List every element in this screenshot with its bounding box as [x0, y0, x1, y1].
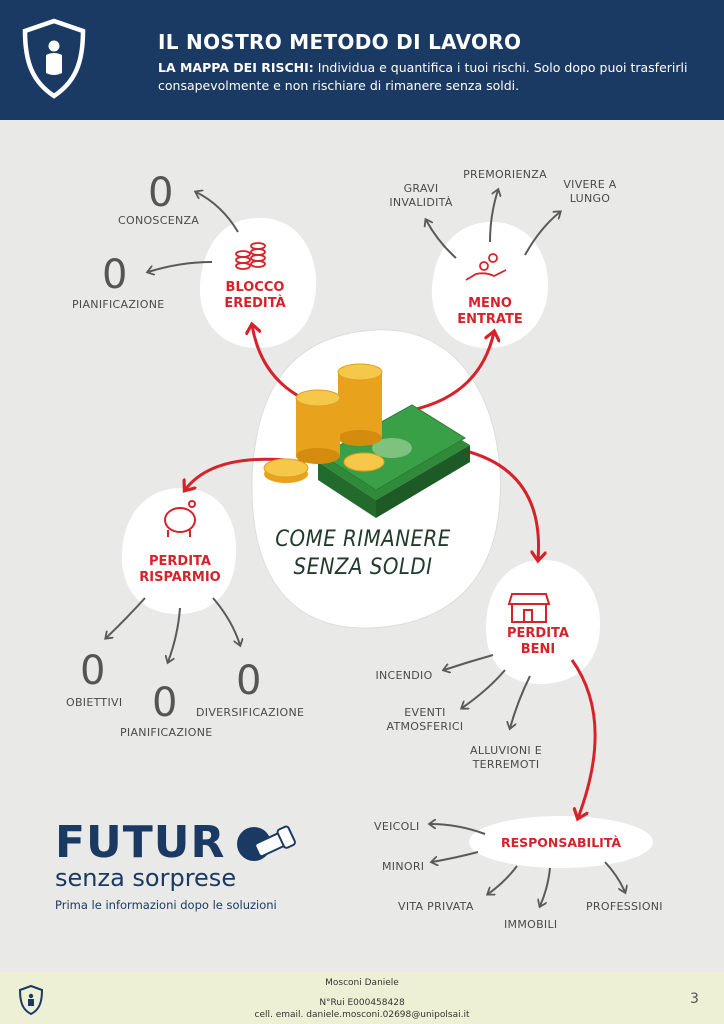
- pianificazione-risparmio-label: PIANIFICAZIONE: [120, 726, 213, 739]
- premorienza-line1: PREMORIENZA: [463, 168, 547, 181]
- risparmio-bubble: [121, 487, 237, 614]
- meno-entrate-label: MENO ENTRATE: [440, 296, 540, 328]
- gravi-invalidita-label: GRAVI INVALIDITÀ: [376, 182, 466, 210]
- minori-label: MINORI: [382, 860, 425, 873]
- responsabilita-bubble: [469, 816, 653, 868]
- meno-line1: MENO: [468, 296, 512, 311]
- central-title-line1: COME RIMANERE: [275, 527, 451, 552]
- hand-coin-icon: [465, 253, 507, 281]
- blocco-bubble: [199, 217, 317, 348]
- vivere-a-lungo-label: VIVERE A LUNGO: [550, 178, 630, 206]
- page-title: IL NOSTRO METODO DI LAVORO: [158, 30, 522, 54]
- risparmio-line2: RISPARMIO: [139, 570, 221, 585]
- premorienza-label: PREMORIENZA: [455, 168, 555, 182]
- meno-line2: ENTRATE: [457, 312, 523, 327]
- footer-name: Mosconi Daniele: [325, 978, 399, 988]
- piggy-bank-icon: [164, 500, 196, 537]
- money-illustration: [263, 363, 470, 518]
- logo-senza-sorprese: senza sorprese: [55, 864, 237, 892]
- logo-tagline: Prima le informazioni dopo le soluzioni: [55, 898, 277, 912]
- incendio-line1: INCENDIO: [375, 669, 433, 682]
- telescope-o-icon: [237, 825, 296, 861]
- beni-line1: PERDITA: [507, 626, 569, 641]
- risk-map-graphic: [0, 0, 653, 972]
- gravi-line1: GRAVI: [403, 182, 439, 195]
- alluvioni-terremoti-label: ALLUVIONI E TERREMOTI: [456, 744, 556, 772]
- footer-bar: [0, 972, 724, 1024]
- professioni-label: PROFESSIONI: [586, 900, 663, 913]
- alluvioni-line2: TERREMOTI: [472, 758, 540, 771]
- logo-futuro-text: FUTUR: [55, 817, 226, 868]
- pianificazione-eredita-value: 0: [102, 252, 128, 298]
- blocco-line1: BLOCCO: [225, 280, 285, 295]
- incendio-label: INCENDIO: [372, 669, 436, 683]
- footer-shield-icon: [18, 984, 44, 1016]
- coins-icon: [235, 242, 266, 270]
- risparmio-line1: PERDITA: [149, 554, 211, 569]
- beni-line2: BENI: [520, 642, 556, 657]
- shield-person-icon: [22, 18, 86, 99]
- diversificazione-value: 0: [236, 658, 262, 704]
- alluvioni-line1: ALLUVIONI E: [470, 744, 542, 757]
- subtitle-bold: LA MAPPA DEI RISCHI:: [158, 60, 314, 75]
- perdita-risparmio-label: PERDITA RISPARMIO: [120, 554, 240, 586]
- central-title: COME RIMANERE SENZA SOLDI: [258, 526, 468, 582]
- shop-icon: [507, 593, 551, 623]
- page-number: 3: [690, 991, 699, 1007]
- gravi-line2: INVALIDITÀ: [389, 196, 453, 209]
- vivere-line1: VIVERE A: [563, 178, 617, 191]
- eventi-line2: ATMOSFERICI: [386, 720, 464, 733]
- meno-bubble: [431, 221, 549, 348]
- vivere-line2: LUNGO: [569, 192, 611, 205]
- pianificazione-eredita-label: PIANIFICAZIONE: [72, 298, 165, 311]
- subtitle-text: Individua e quantifica i tuoi rischi. So…: [158, 60, 688, 93]
- perdita-beni-label: PERDITA BENI: [488, 626, 588, 658]
- footer-rui: N°Rui E000458428: [319, 998, 405, 1008]
- veicoli-label: VEICOLI: [374, 820, 420, 833]
- eventi-atmosferici-label: EVENTI ATMOSFERICI: [380, 706, 470, 734]
- central-title-line2: SENZA SOLDI: [293, 555, 433, 580]
- conoscenza-value: 0: [148, 170, 174, 216]
- obiettivi-value: 0: [80, 648, 106, 694]
- diversificazione-label: DIVERSIFICAZIONE: [196, 706, 305, 719]
- pianificazione-risparmio-value: 0: [152, 680, 178, 726]
- eventi-line1: EVENTI: [404, 706, 446, 719]
- conoscenza-label: CONOSCENZA: [118, 214, 200, 227]
- blocco-line2: EREDITÀ: [224, 296, 286, 311]
- header-banner: IL NOSTRO METODO DI LAVORO LA MAPPA DEI …: [0, 0, 724, 120]
- footer-contact: cell. email. daniele.mosconi.02698@unipo…: [254, 1010, 470, 1020]
- responsabilita-label: RESPONSABILITÀ: [500, 835, 622, 850]
- page-subtitle: LA MAPPA DEI RISCHI: Individua e quantif…: [158, 59, 718, 95]
- blocco-eredita-label: BLOCCO EREDITÀ: [205, 280, 305, 312]
- obiettivi-label: OBIETTIVI: [66, 696, 123, 709]
- vita-privata-label: VITA PRIVATA: [398, 900, 474, 913]
- immobili-label: IMMOBILI: [504, 918, 558, 931]
